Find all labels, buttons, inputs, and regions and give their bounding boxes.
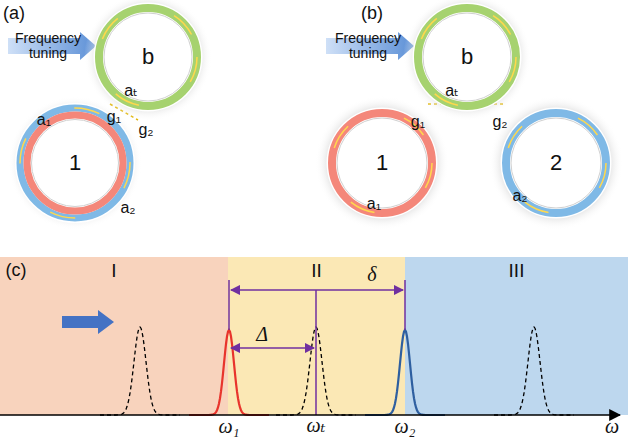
ring-edge <box>501 108 612 219</box>
mode-label: aₜ <box>445 81 459 100</box>
mode-arrow <box>20 108 130 218</box>
frequency-label: ωₜ <box>306 413 325 437</box>
ring-halo <box>315 96 449 230</box>
frequency-label: ω₁ <box>218 414 239 437</box>
ring-edge <box>413 3 522 112</box>
ring-mode <box>27 115 123 211</box>
ring-halo <box>489 96 623 230</box>
gap-label: g₂ <box>492 113 507 131</box>
delta-arrow <box>231 289 403 291</box>
ring-resonator: 1 <box>314 95 450 231</box>
ring-mode <box>20 108 130 218</box>
ring-halo <box>8 96 142 230</box>
ring-core <box>337 118 427 208</box>
ring-halo <box>403 0 531 121</box>
ring-label: b <box>461 44 473 70</box>
ring-mode <box>99 8 197 106</box>
ring-mode <box>506 113 606 213</box>
ring-resonator: 2 <box>488 95 624 231</box>
ring-mode <box>418 8 516 106</box>
tuning-label: Frequency tuning <box>9 31 87 60</box>
region-label: I <box>0 260 228 282</box>
ring-label: 1 <box>376 150 388 176</box>
axis-label: ω <box>605 414 619 437</box>
ring-edge <box>15 103 135 223</box>
ring-mode <box>332 113 432 213</box>
resonance-peak <box>365 330 445 415</box>
frequency-label: ω₂ <box>394 414 415 437</box>
spectrum-peaks <box>100 327 574 415</box>
region-label: II <box>228 260 405 282</box>
ring-edge <box>327 108 438 219</box>
tuning-arrow <box>326 32 414 60</box>
detuning-label: δ <box>367 263 376 286</box>
gap-label: g₁ <box>411 113 425 131</box>
ring-label: 2 <box>550 150 562 176</box>
tuning-arrow <box>62 310 114 334</box>
ring-core <box>423 13 511 101</box>
marker-line <box>228 280 230 330</box>
gap-label: g₁ <box>107 108 121 126</box>
tuning-label: Frequency tuning <box>329 31 407 60</box>
tuning-arrow <box>8 32 96 60</box>
ring-resonator: b <box>402 0 532 122</box>
frequency-region: I <box>0 257 228 415</box>
mode-arrow <box>418 8 516 106</box>
region-label: III <box>405 260 628 282</box>
ring-label: 1 <box>69 150 81 176</box>
panel-label: (a) <box>3 2 25 23</box>
resonance-peak <box>494 327 574 415</box>
ring-label: b <box>142 44 154 70</box>
panel-label: (c) <box>6 260 27 281</box>
ring-core <box>104 13 192 101</box>
mode-label: a₂ <box>512 187 527 205</box>
detuning-label: Δ <box>256 323 268 346</box>
mode-arrow <box>99 8 197 106</box>
ring-core <box>32 120 119 207</box>
ring-edge <box>94 3 203 112</box>
mode-label: a₂ <box>120 199 135 217</box>
panel-label: (b) <box>361 2 383 23</box>
resonance-peak <box>100 327 180 415</box>
marker-line <box>315 290 317 415</box>
mode-label: aₜ <box>124 81 138 100</box>
marker-line <box>404 280 406 330</box>
gap-label: g₂ <box>138 121 153 139</box>
mode-label: a₁ <box>37 111 51 129</box>
mode-arrow <box>506 113 606 213</box>
ring-core <box>511 118 601 208</box>
detuning-arrow <box>231 347 314 349</box>
frequency-region: III <box>405 257 628 415</box>
mode-label: a₁ <box>367 195 381 213</box>
mode-arrow <box>332 113 432 213</box>
